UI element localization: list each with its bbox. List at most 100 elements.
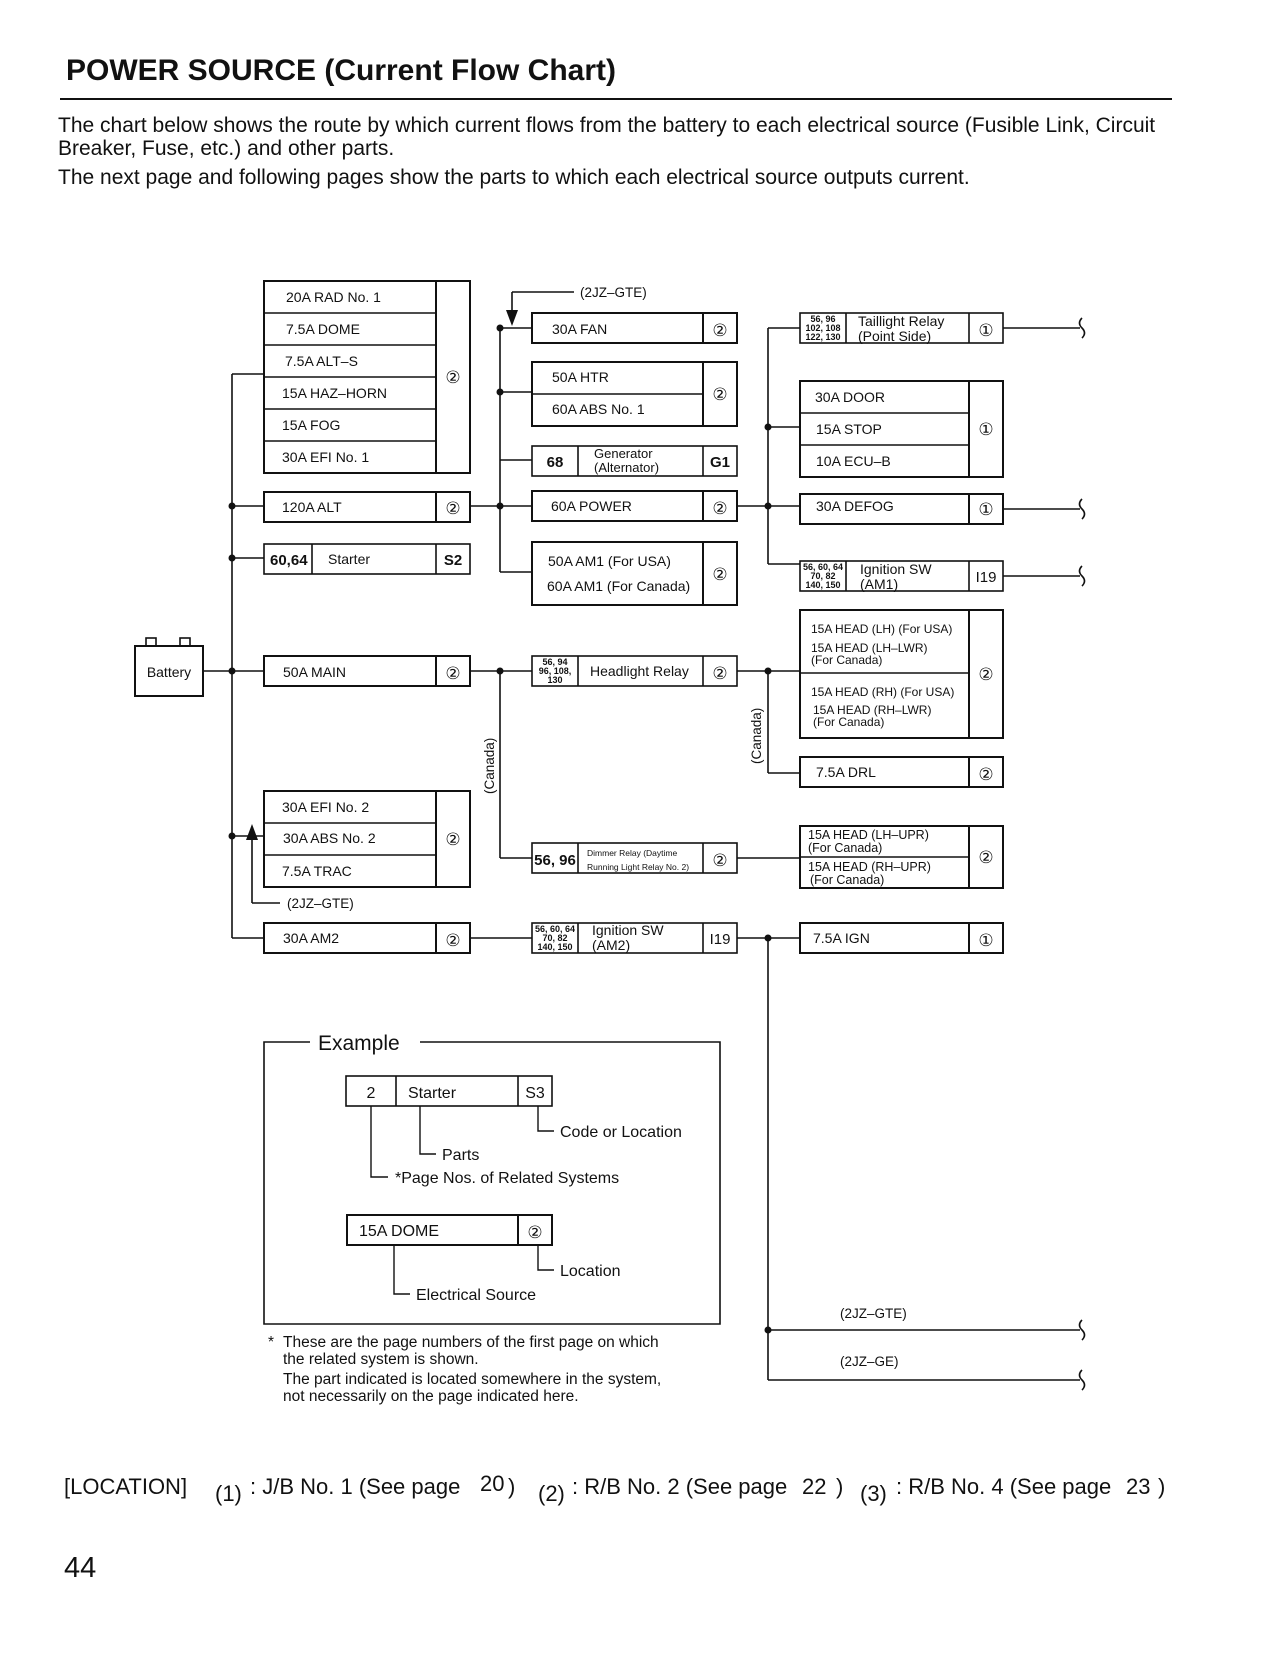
legend-3-number: (3) [860,1481,887,1506]
fuse-30a-fan: 30A FAN ② [531,312,738,344]
location-marker: ② [445,499,460,518]
legend-2-text: : R/B No. 2 (See page [572,1474,788,1499]
location-marker: ① [978,931,993,950]
part-name: Starter [328,551,370,567]
part-name: Ignition SW [592,922,664,938]
fuse-50a-am1-usa: 50A AM1 (For USA) [548,553,671,569]
taillight-relay: 56, 96 102, 108 122, 130 Taillight Relay… [799,312,1004,344]
fuse-60a-power: 60A POWER ② [531,490,738,522]
fuse-label: 60A POWER [551,498,632,514]
condition-2jz-ge: (2JZ–GE) [840,1354,899,1369]
fuse-head-rh-usa: 15A HEAD (RH) (For USA) [811,685,954,699]
fuse-label: 50A MAIN [283,664,346,680]
fuse-50a-main: 50A MAIN ② [263,655,471,687]
fuse-30a-efi-no1: 30A EFI No. 1 [282,449,369,465]
location-marker: ② [712,385,727,404]
location-marker: ② [712,565,727,584]
legend-1-page-link[interactable]: 20 [480,1471,505,1496]
junction-dots [228,324,772,1334]
fuse-head-rh-lwr-canada: 15A HEAD (RH–LWR) [813,703,931,717]
example-location-label: Location [560,1263,621,1280]
page-number: 44 [64,1552,97,1584]
fuse-head-rh-lwr-canada-note: (For Canada) [813,715,884,729]
fuse-label: 120A ALT [282,499,342,515]
location-marker: ② [712,321,727,340]
fuse-head-lh-usa: 15A HEAD (LH) (For USA) [811,622,952,636]
fuse-15a-haz-horn: 15A HAZ–HORN [282,385,387,401]
location-marker: ② [445,830,460,849]
legend-3-text: : R/B No. 4 (See page [896,1474,1112,1499]
example-parts-label: Parts [442,1147,479,1164]
fuse-120a-alt: 120A ALT ② [263,491,471,523]
part-name-sub: (Point Side) [858,328,931,344]
fuse-head-rh-upr-note: (For Canada) [810,873,884,887]
legend-2-number: (2) [538,1481,565,1506]
location-marker: ② [712,851,727,870]
fuse-7-5a-alt-s: 7.5A ALT–S [285,353,358,369]
fuse-15a-fog: 15A FOG [282,417,340,433]
wiring-lines [203,291,1080,1381]
dimmer-relay: 56, 96 Dimmer Relay (Daytime Running Lig… [531,842,738,874]
fuse-7-5a-trac: 7.5A TRAC [282,863,352,879]
legend-3-page-link[interactable]: 23 [1126,1474,1151,1499]
example-box: Example 2 Starter S3 Code or Location Pa… [263,1032,721,1325]
continuation-squiggle [1078,1319,1086,1341]
example-code-label: Code or Location [560,1124,682,1141]
fuse-label: 7.5A IGN [813,930,870,946]
location-marker: ② [978,765,993,784]
fuse-10a-ecu-b: 10A ECU–B [816,453,891,469]
condition-2jz-gte: (2JZ–GTE) [580,285,647,300]
part-name-sub: (Alternator) [594,460,659,475]
page-numbers: 130 [547,675,562,685]
condition-2jz-gte: (2JZ–GTE) [840,1306,907,1321]
fuse-label: 30A DEFOG [816,498,894,514]
location-marker: ② [978,848,993,867]
fuse-label: 30A AM2 [283,930,339,946]
title-rule [60,98,1172,100]
intro-paragraph-1: The chart below shows the route by which… [58,114,1156,160]
condition-canada: (Canada) [482,738,497,794]
continuation-squiggle [1078,1369,1086,1391]
location-code: I19 [976,569,997,586]
fuse-7-5a-dome: 7.5A DOME [286,321,360,337]
part-name-sub: Running Light Relay No. 2) [587,862,689,872]
fuse-15a-stop: 15A STOP [816,421,882,437]
page-numbers: 60,64 [270,552,308,569]
fuse-30a-defog: 30A DEFOG ① [799,493,1004,525]
footnote-line-3: The part indicated is located somewhere … [283,1371,662,1388]
fuse-label: 30A FAN [552,321,607,337]
page-numbers: 56, 60, 64 [803,562,843,572]
headlight-relay: 56, 94 96, 108, 130 Headlight Relay ② [531,655,738,687]
condition-2jz-gte: (2JZ–GTE) [287,896,354,911]
location-marker: ② [712,664,727,683]
fuse-group-rad: 20A RAD No. 1 7.5A DOME 7.5A ALT–S 15A H… [263,280,471,474]
page-numbers: 68 [547,454,564,471]
example-source-label: Electrical Source [416,1287,536,1304]
fuse-head-lh-upr-note: (For Canada) [808,841,882,855]
fuse-20a-rad-no1: 20A RAD No. 1 [286,289,381,305]
fuse-7-5a-ign: 7.5A IGN ① [799,922,1004,954]
ignition-switch-am2: 56, 60, 64 70, 82 140, 150 Ignition SW (… [531,922,738,954]
fuse-head-lh-lwr-canada: 15A HEAD (LH–LWR) [811,641,927,655]
part-name: Ignition SW [860,561,932,577]
fuse-head-rh-upr: 15A HEAD (RH–UPR) [808,860,931,874]
page-numbers: 56, 96 [534,852,576,869]
page-numbers: 140, 150 [805,580,840,590]
part-name: Generator [594,446,653,461]
legend-1-text: : J/B No. 1 (See page [250,1474,461,1499]
page-numbers: 56, 96 [810,314,835,324]
footnote-star: * [268,1334,275,1351]
battery-label: Battery [147,664,191,680]
part-name-sub: (AM2) [592,937,630,953]
footnote-line-2: the related system is shown. [283,1351,479,1368]
fuse-label: 7.5A DRL [816,764,876,780]
location-marker: ② [445,931,460,950]
page-numbers: 56, 94 [542,657,567,667]
legend-2-page-link[interactable]: 22 [802,1474,827,1499]
location-marker: ② [445,368,460,387]
location-marker: ① [978,321,993,340]
location-marker: ② [445,664,460,683]
part-name: Dimmer Relay (Daytime [587,848,677,858]
example-location-marker: ② [527,1223,542,1242]
